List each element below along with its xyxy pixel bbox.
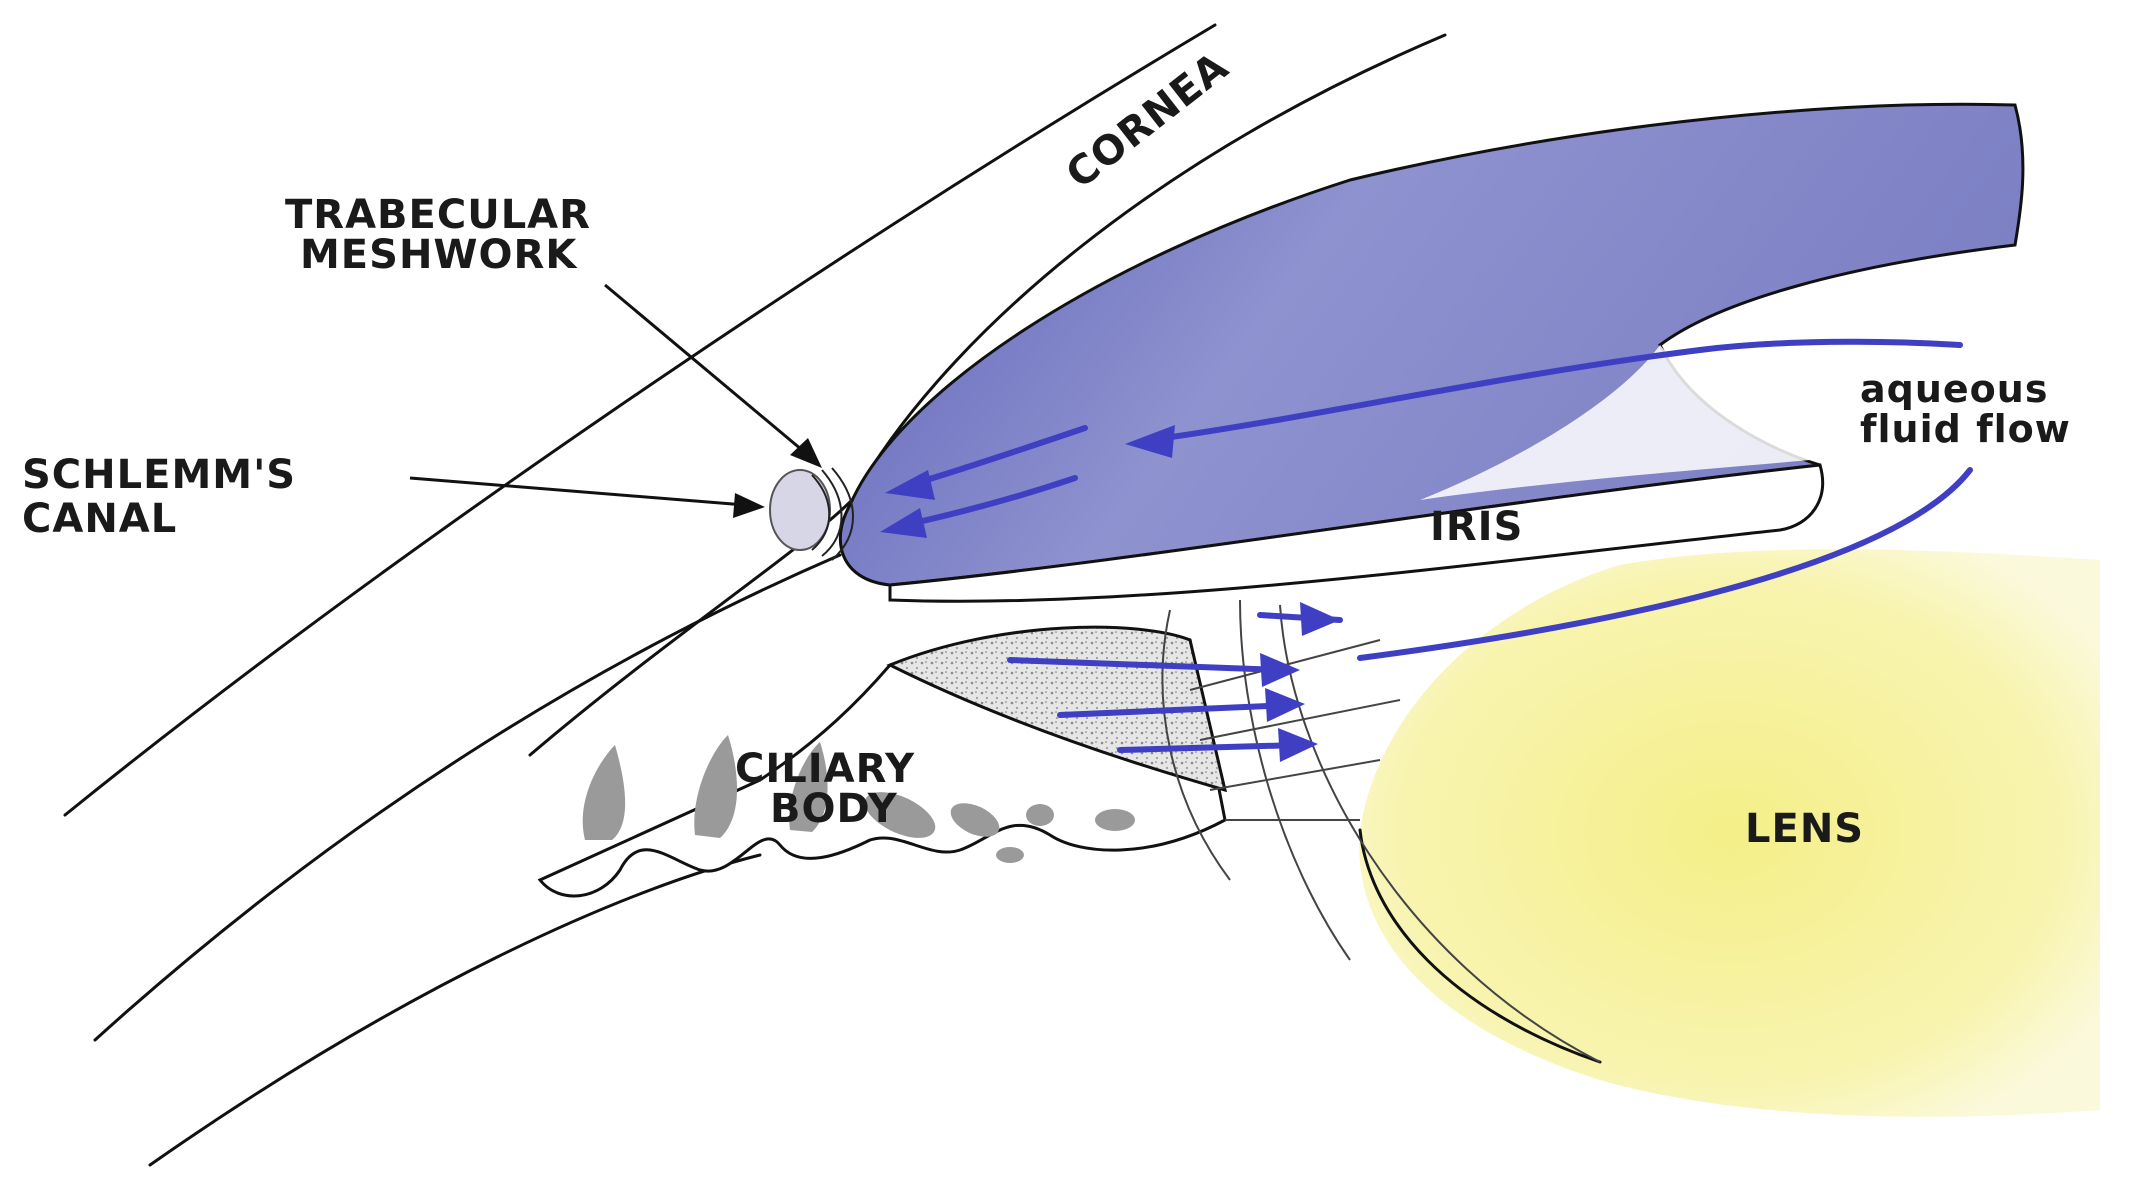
label-iris: IRIS (1430, 504, 1523, 550)
lens-shape (1359, 549, 2100, 1116)
label-trabecular-meshwork-line2: MESHWORK (300, 232, 578, 278)
trabecular-pointer-arrow (605, 285, 822, 468)
label-aqueous-line1: aqueous (1860, 367, 2048, 411)
label-ciliary-body-line2: BODY (770, 786, 898, 832)
label-schlemms-canal-line2: CANAL (22, 496, 177, 542)
schlemm-pointer-arrow (410, 478, 765, 518)
label-lens: LENS (1745, 806, 1864, 852)
label-schlemms-canal-line1: SCHLEMM'S (22, 452, 296, 498)
sclera-line-lower (150, 855, 760, 1165)
label-aqueous-line2: fluid flow (1860, 407, 2071, 451)
